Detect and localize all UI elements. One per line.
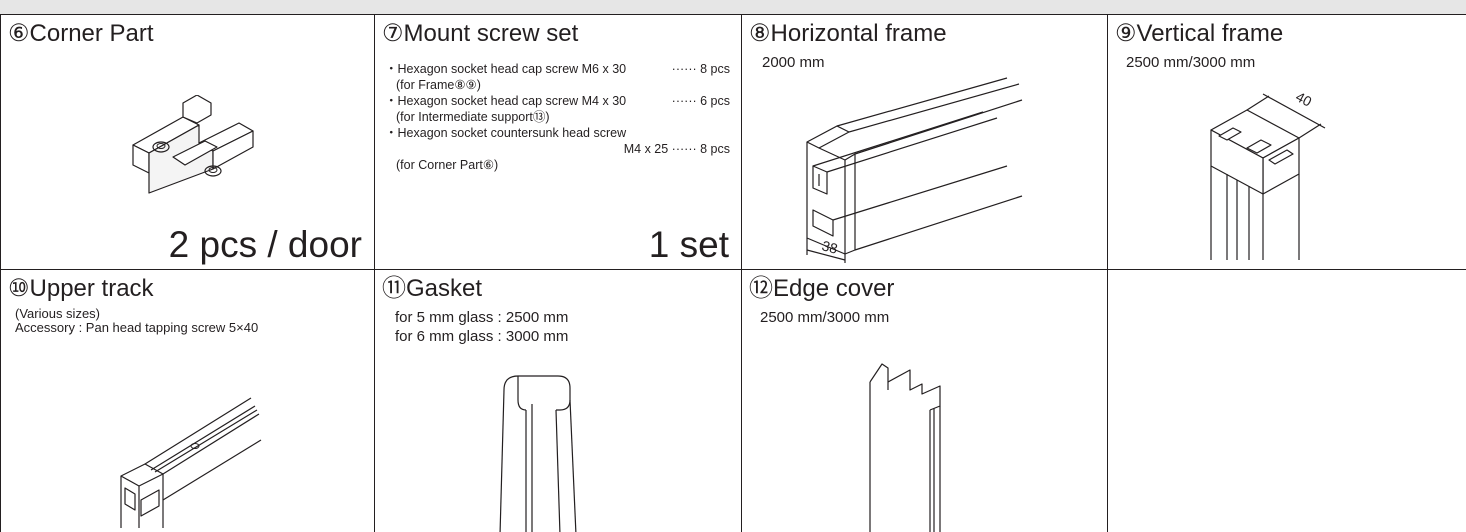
part-title: ⑩Upper track xyxy=(8,275,154,302)
part-cell-upper-track: ⑩Upper track (Various sizes) Accessory :… xyxy=(1,270,375,532)
corner-part-icon xyxy=(121,95,261,195)
part-size: (Various sizes) xyxy=(15,306,101,321)
vertical-frame-icon xyxy=(1203,90,1368,270)
part-title: ⑦Mount screw set xyxy=(382,20,579,47)
part-title: ⑧Horizontal frame xyxy=(749,20,947,47)
part-quantity: 2 pcs / door xyxy=(168,224,362,265)
edge-cover-icon xyxy=(860,360,970,532)
part-accessory: Accessory : Pan head tapping screw 5×40 xyxy=(15,320,259,335)
part-cell-gasket: ⑪Gasket for 5 mm glass : 2500 mm for 6 m… xyxy=(375,270,742,532)
list-item: ・Hexagon socket head cap screw M4 x 30··… xyxy=(385,94,730,124)
horizontal-frame-icon xyxy=(797,70,1042,265)
gasket-icon xyxy=(490,370,585,532)
part-title: ⑪Gasket xyxy=(382,275,483,302)
part-cell-vertical-frame: ⑨Vertical frame 2500 mm/3000 mm 40 xyxy=(1108,15,1466,270)
part-size: 2500 mm/3000 mm xyxy=(1126,54,1256,71)
part-size: 2500 mm/3000 mm xyxy=(760,309,890,326)
part-size: for 5 mm glass : 2500 mm xyxy=(395,309,569,326)
part-title: ⑨Vertical frame xyxy=(1115,20,1284,47)
part-size: 2000 mm xyxy=(762,54,825,71)
screw-list: ・Hexagon socket head cap screw M6 x 30··… xyxy=(385,61,730,173)
part-title: ⑥Corner Part xyxy=(8,20,154,47)
part-quantity: 1 set xyxy=(648,224,729,265)
table-header-band xyxy=(0,0,1466,15)
list-item: ・Hexagon socket countersunk head screw M… xyxy=(385,126,730,172)
part-cell-screws: ⑦Mount screw set ・Hexagon socket head ca… xyxy=(375,15,742,270)
empty-cell xyxy=(1108,270,1466,532)
part-title: ⑫Edge cover xyxy=(749,275,895,302)
part-cell-edge-cover: ⑫Edge cover 2500 mm/3000 mm xyxy=(742,270,1108,532)
part-size: for 6 mm glass : 3000 mm xyxy=(395,328,569,345)
part-cell-corner: ⑥Corner Part 2 pcs / door xyxy=(1,15,375,270)
list-item: ・Hexagon socket head cap screw M6 x 30··… xyxy=(385,62,730,92)
upper-track-icon xyxy=(111,388,271,532)
parts-table: ⑥Corner Part 2 pcs / door ⑦Mount screw s… xyxy=(0,15,1466,532)
part-cell-horizontal-frame: ⑧Horizontal frame 2000 mm 38 xyxy=(742,15,1108,270)
